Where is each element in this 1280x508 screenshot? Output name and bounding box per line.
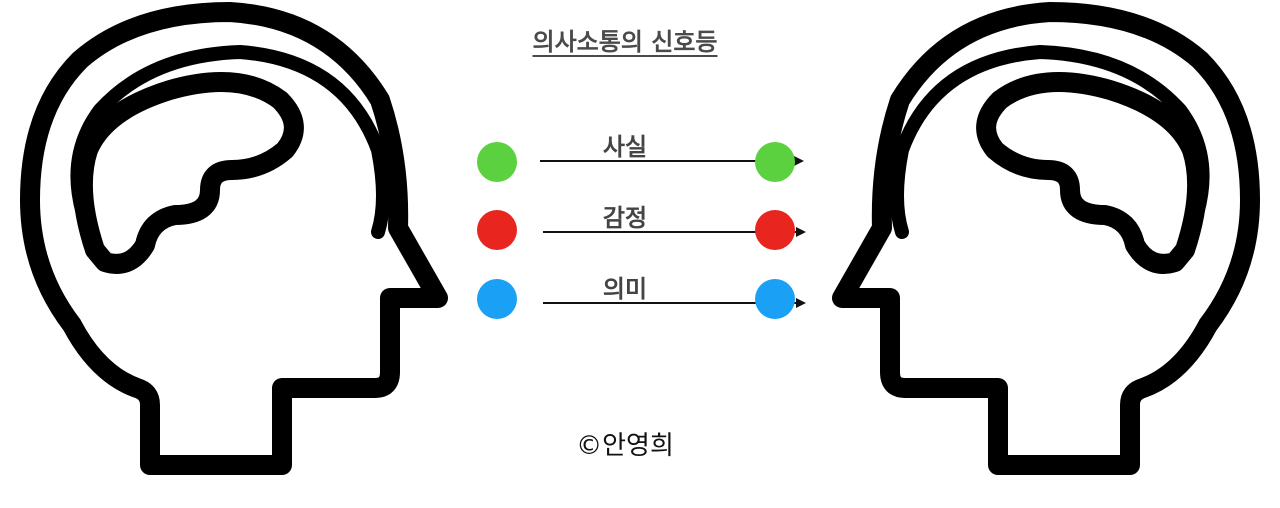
sender-dot-meaning [477,279,517,319]
left-brain-shape [72,72,304,274]
signal-row-fact: 사실 [470,127,810,187]
sender-dot-emotion [477,210,517,250]
signal-row-emotion: 감정 [470,196,810,256]
signal-row-meaning: 의미 [470,265,810,325]
right-head-icon [832,2,1260,475]
arrow-head-emotion [796,227,806,237]
copyright-text: ©안영희 [576,431,674,461]
left-head-icon [20,2,448,475]
arrow-head-meaning [796,298,806,308]
arrow-line-meaning [543,302,798,304]
receiver-dot-emotion [755,210,795,250]
right-brain-shape [976,72,1208,274]
arrow-head-fact [794,156,804,166]
receiver-dot-fact [755,142,795,182]
signal-label-emotion: 감정 [602,204,648,232]
signal-label-fact: 사실 [602,133,648,161]
arrow-line-fact [540,160,796,162]
left-head-outline [20,2,448,475]
receiver-dot-meaning [755,279,795,319]
right-head-outline [832,2,1260,475]
signal-label-meaning: 의미 [602,275,648,303]
diagram-title: 의사소통의 신호등 [532,28,718,56]
sender-dot-fact [477,142,517,182]
arrow-line-emotion [543,231,798,233]
